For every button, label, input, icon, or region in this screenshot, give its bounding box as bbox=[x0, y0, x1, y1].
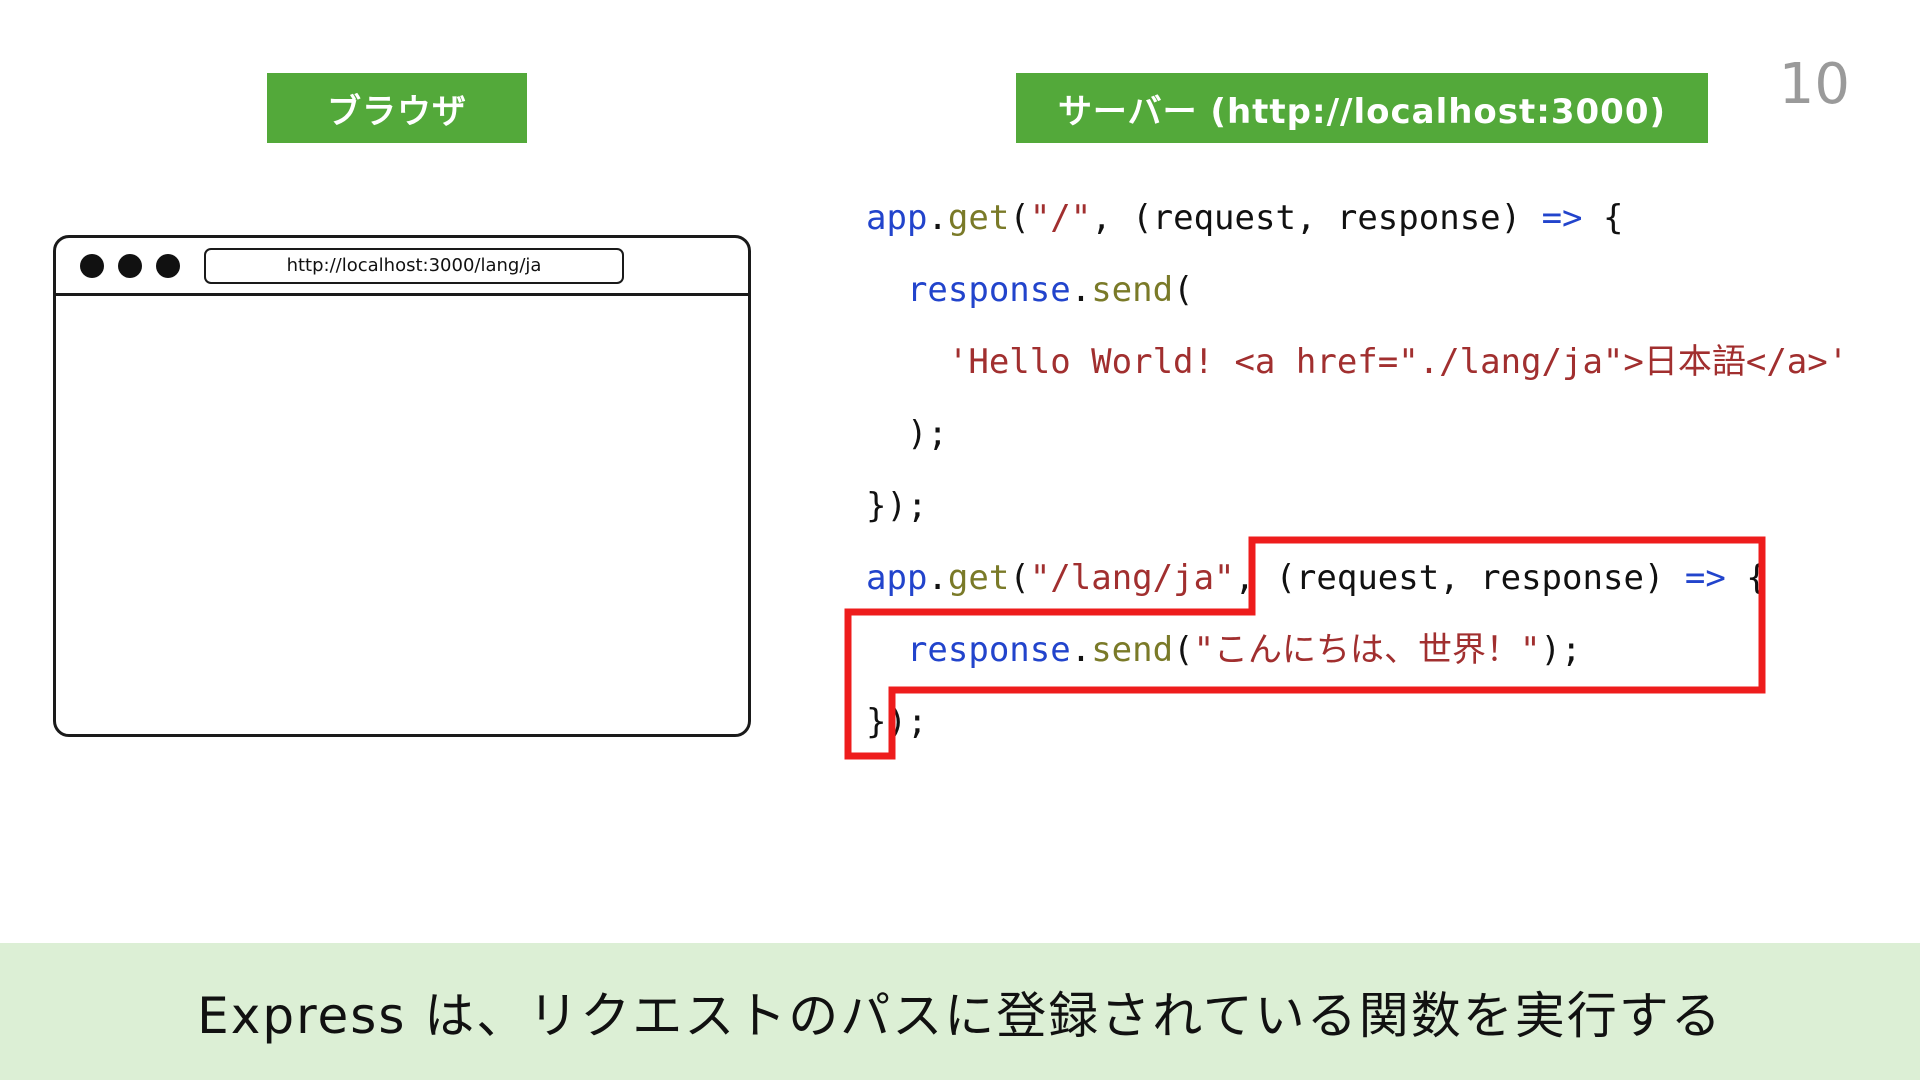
bottom-caption: Express は、リクエストのパスに登録されている関数を実行する bbox=[0, 943, 1920, 1080]
code-token: . bbox=[1070, 630, 1092, 670]
window-button-icon bbox=[118, 253, 142, 278]
code-line: response.send( bbox=[866, 254, 1848, 326]
url-bar: http://localhost:3000/lang/ja bbox=[204, 247, 624, 284]
code-token: response bbox=[906, 630, 1071, 670]
code-token: , (request, response) bbox=[1234, 558, 1685, 598]
code-line: 'Hello World! <a href="./lang/ja">日本語</a… bbox=[866, 326, 1848, 398]
code-token: get bbox=[947, 198, 1010, 238]
code-token: }); bbox=[866, 702, 928, 742]
code-line: app.get("/lang/ja", (request, response) … bbox=[866, 542, 1848, 614]
code-token: "/lang/ja" bbox=[1029, 558, 1235, 598]
code-token: , (request, response) bbox=[1091, 198, 1542, 238]
server-code: app.get("/", (request, response) => { re… bbox=[866, 182, 1848, 758]
code-token: }); bbox=[866, 486, 928, 526]
code-token bbox=[866, 630, 907, 670]
code-token: ); bbox=[1540, 630, 1582, 670]
browser-viewport bbox=[56, 296, 748, 734]
code-token: send bbox=[1091, 270, 1174, 310]
code-token: "/" bbox=[1029, 198, 1092, 238]
browser-titlebar: http://localhost:3000/lang/ja bbox=[56, 238, 748, 296]
code-token: get bbox=[947, 558, 1010, 598]
page-number: 10 bbox=[1778, 52, 1850, 117]
code-token: . bbox=[927, 558, 948, 598]
window-button-icon bbox=[156, 253, 180, 278]
code-token: response bbox=[906, 270, 1071, 310]
code-token bbox=[866, 342, 948, 382]
code-token: 'Hello World! <a href="./lang/ja">日本語</a… bbox=[947, 342, 1849, 382]
browser-window: http://localhost:3000/lang/ja bbox=[53, 235, 751, 737]
code-token: { bbox=[1725, 558, 1767, 598]
code-token: send bbox=[1091, 630, 1174, 670]
code-token: ); bbox=[866, 414, 948, 454]
code-line: }); bbox=[866, 470, 1848, 542]
code-token: ( bbox=[1173, 630, 1194, 670]
code-line: response.send("こんにちは、世界！"); bbox=[866, 614, 1848, 686]
code-token: app bbox=[866, 558, 928, 598]
browser-label-badge: ブラウザ bbox=[267, 73, 527, 143]
code-token: => bbox=[1541, 198, 1583, 238]
code-line: app.get("/", (request, response) => { bbox=[866, 182, 1848, 254]
code-token: ( bbox=[1009, 558, 1030, 598]
code-token: => bbox=[1684, 558, 1726, 598]
window-button-icon bbox=[80, 253, 104, 278]
code-line: ); bbox=[866, 398, 1848, 470]
code-token: "こんにちは、世界！" bbox=[1193, 630, 1541, 670]
code-token: ( bbox=[1009, 198, 1030, 238]
code-token: app bbox=[866, 198, 928, 238]
code-line: }); bbox=[866, 686, 1848, 758]
server-label-badge: サーバー (http://localhost:3000) bbox=[1016, 73, 1708, 143]
code-token: . bbox=[927, 198, 948, 238]
code-token: . bbox=[1070, 270, 1092, 310]
code-token bbox=[866, 270, 907, 310]
code-token: ( bbox=[1173, 270, 1194, 310]
code-token: { bbox=[1582, 198, 1624, 238]
